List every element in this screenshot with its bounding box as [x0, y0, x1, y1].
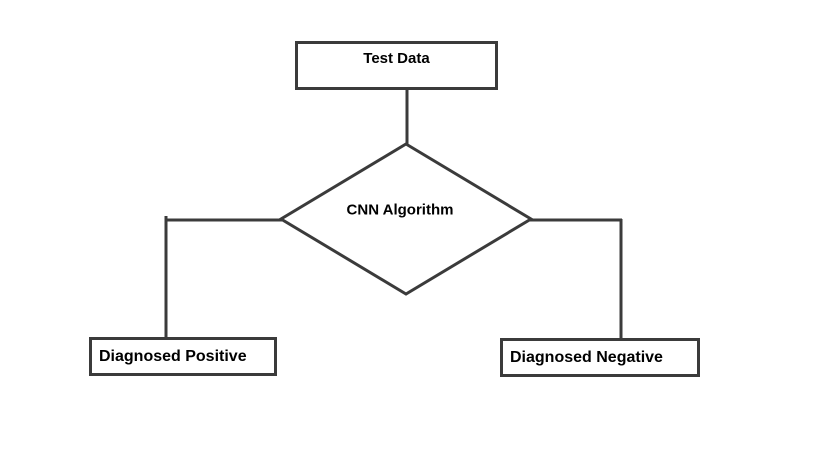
node-diagnosed-positive-label: Diagnosed Positive — [99, 347, 247, 365]
node-diagnosed-negative-label: Diagnosed Negative — [510, 348, 663, 366]
node-cnn-algorithm-label: CNN Algorithm — [346, 201, 454, 219]
cnn-algorithm-diamond-shape — [278, 142, 534, 296]
node-diagnosed-negative: Diagnosed Negative — [500, 338, 700, 377]
node-test-data-label: Test Data — [363, 50, 430, 67]
node-diagnosed-positive: Diagnosed Positive — [89, 337, 277, 376]
node-test-data: Test Data — [295, 41, 498, 90]
